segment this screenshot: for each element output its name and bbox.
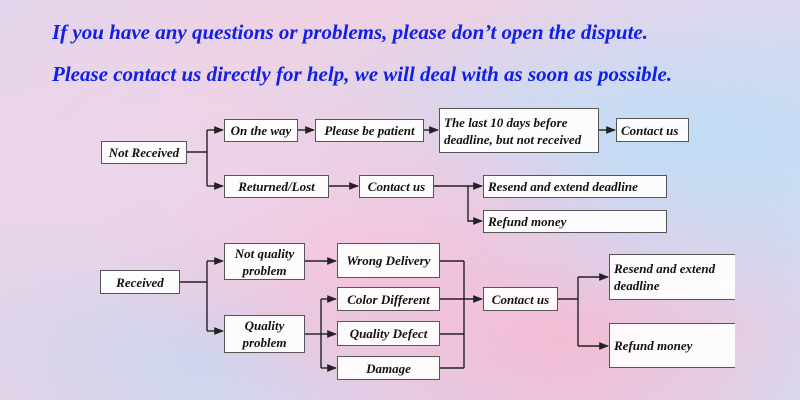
contact-us-node-1: Contact us (616, 118, 689, 142)
received-node: Received (100, 270, 180, 294)
not-quality-problem-node: Not quality problem (224, 243, 305, 280)
quality-defect-node: Quality Defect (337, 321, 440, 346)
refund-money-node-1: Refund money (483, 210, 667, 233)
damage-node: Damage (337, 356, 440, 380)
on-the-way-node: On the way (224, 119, 298, 142)
refund-money-node-2: Refund money (609, 323, 735, 368)
resend-extend-node-2: Resend and extend deadline (609, 254, 735, 300)
last-10-days-node: The last 10 days before deadline, but no… (439, 108, 599, 153)
color-different-node: Color Different (337, 287, 440, 311)
returned-lost-node: Returned/Lost (224, 175, 329, 198)
contact-us-node-2: Contact us (359, 175, 434, 198)
wrong-delivery-node: Wrong Delivery (337, 243, 440, 278)
resend-extend-node-1: Resend and extend deadline (483, 175, 667, 198)
headline-line-1: If you have any questions or problems, p… (52, 20, 648, 44)
quality-problem-node: Quality problem (224, 315, 305, 353)
contact-us-node-3: Contact us (483, 287, 558, 311)
headline-line-2: Please contact us directly for help, we … (52, 62, 673, 86)
not-received-node: Not Received (101, 141, 187, 164)
please-be-patient-node: Please be patient (315, 119, 424, 142)
